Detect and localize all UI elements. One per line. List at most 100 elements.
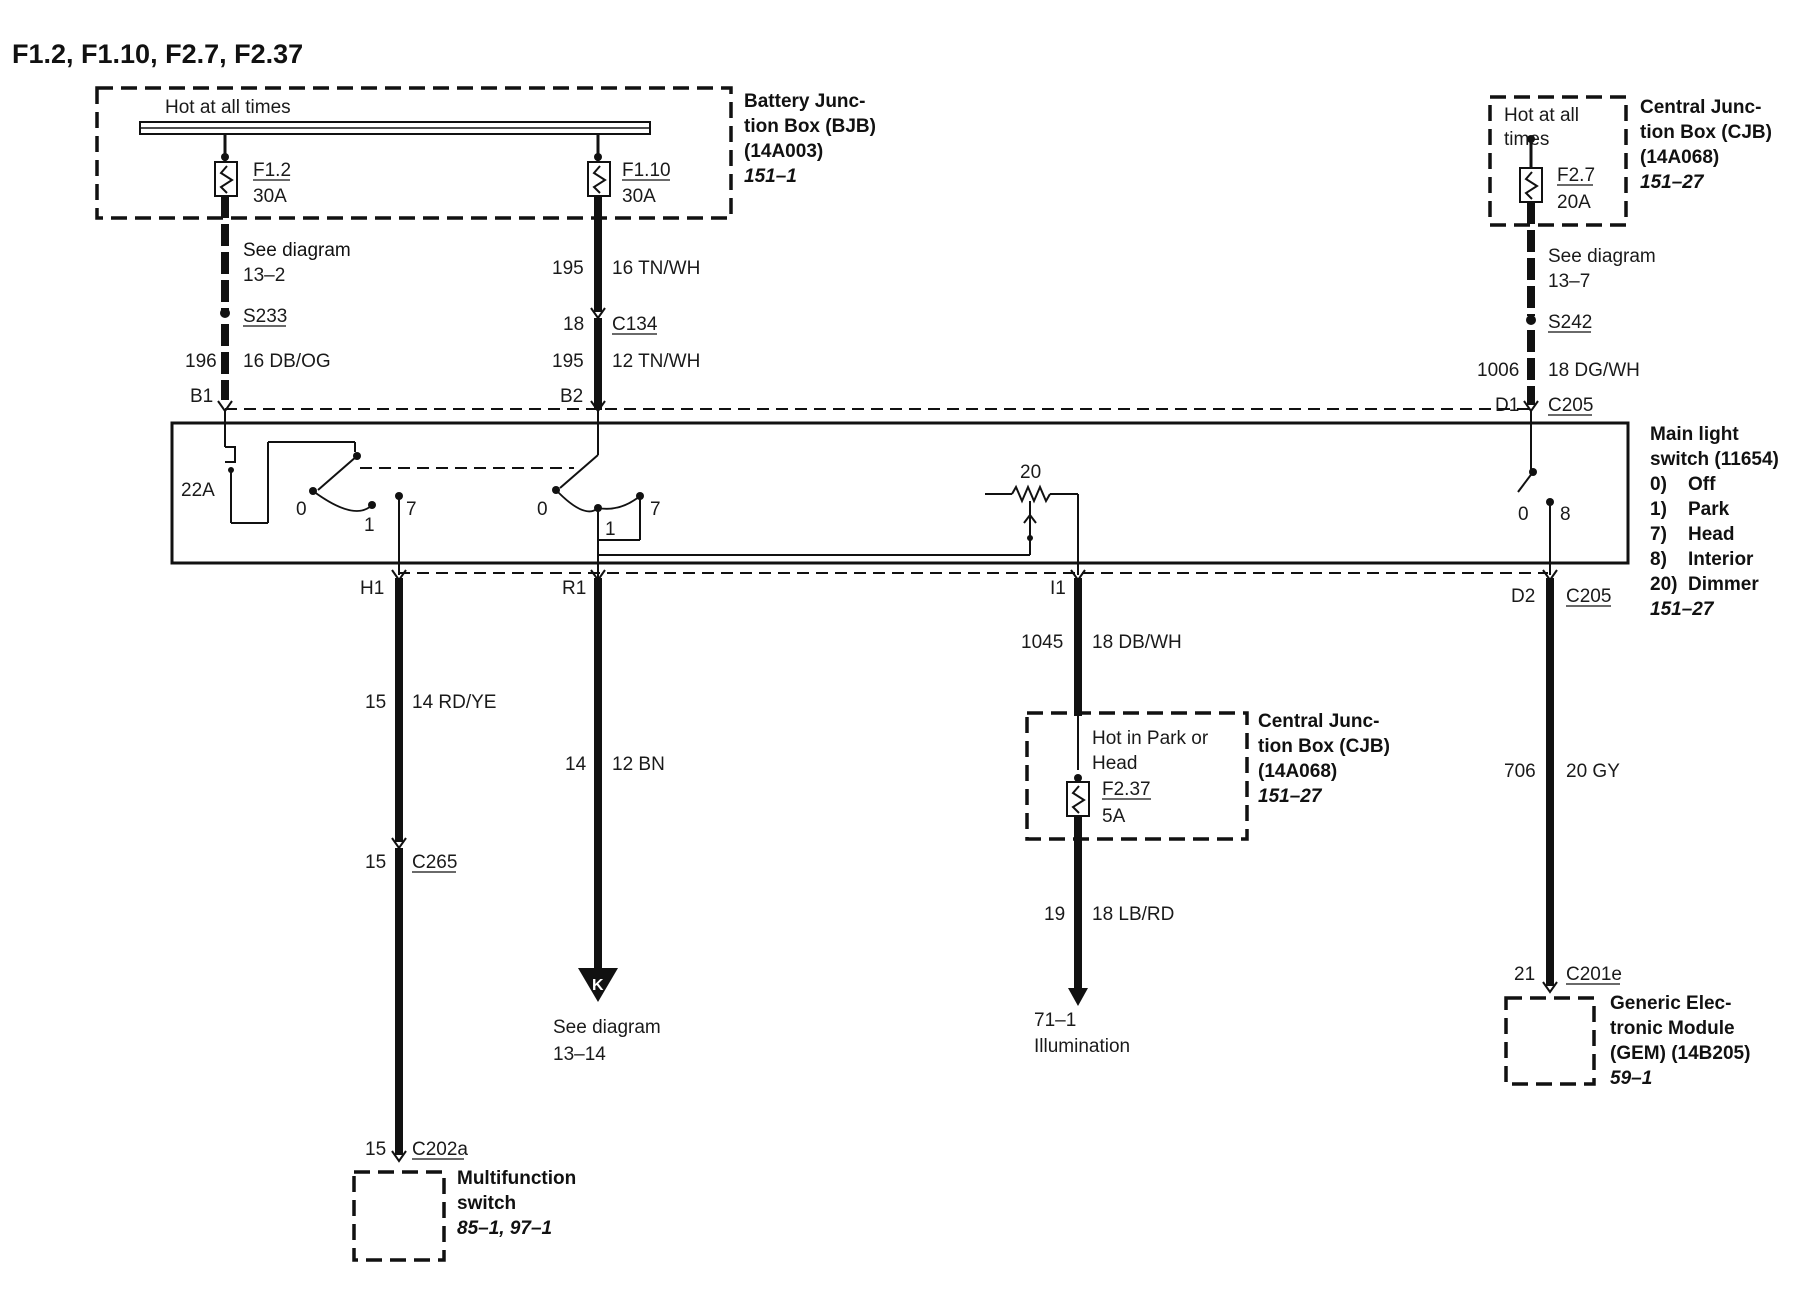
sw4-pos-8: 8 bbox=[1560, 504, 1571, 525]
cjb-top-fuse-rating: 20A bbox=[1557, 192, 1591, 213]
c202a-pin: 15 bbox=[365, 1139, 386, 1160]
sw1-pos-7: 7 bbox=[406, 499, 417, 520]
multifunction-name-line-1: Multifunction bbox=[457, 1168, 576, 1189]
connector-c201e: C201e bbox=[1566, 964, 1622, 985]
gem-ref: 59–1 bbox=[1610, 1068, 1652, 1089]
splice-s233-dot bbox=[220, 308, 230, 318]
d2-circuit: 706 bbox=[1504, 761, 1536, 782]
bjb-hot-label: Hot at all times bbox=[165, 97, 291, 118]
f1-2-wire-color: 16 DB/OG bbox=[243, 351, 331, 372]
cjb-lower-fuse-name: F2.37 bbox=[1102, 779, 1151, 800]
sw4-pos-0: 0 bbox=[1518, 504, 1529, 525]
wire-f2-7: See diagram 13–7 S242 1006 18 DG/WH D1 C… bbox=[1477, 202, 1656, 416]
switch-pos-num-4: 20) bbox=[1650, 574, 1677, 595]
central-junction-box-top: Hot at all times F2.7 20A Central Junc- … bbox=[1488, 95, 1772, 227]
cjb-top-fuse-name: F2.7 bbox=[1557, 165, 1595, 186]
multifunction-ref: 85–1, 97–1 bbox=[457, 1218, 552, 1239]
cjb-top-name-line-1: Central Junc- bbox=[1640, 97, 1761, 118]
h1-wire-color: 14 RD/YE bbox=[412, 692, 496, 713]
multifunction-name-line-2: switch bbox=[457, 1193, 516, 1214]
connector-c134: C134 bbox=[612, 314, 658, 335]
arrow-k-label: K bbox=[592, 977, 604, 994]
wire-f1-2: See diagram 13–2 S233 196 16 DB/OG B1 bbox=[185, 196, 351, 407]
cjb-lower-dashed-outline bbox=[1025, 711, 1249, 841]
c265-pin: 15 bbox=[365, 852, 386, 873]
d2-wire-color: 20 GY bbox=[1566, 761, 1620, 782]
switch-pos-num-3: 8) bbox=[1650, 549, 1667, 570]
splice-s242-label: S242 bbox=[1548, 312, 1592, 333]
cjb-lower-name-line-2: tion Box (CJB) bbox=[1258, 736, 1390, 757]
f1-10-circuit-top: 195 bbox=[552, 258, 584, 279]
pin-i1: I1 bbox=[1050, 578, 1066, 599]
cjb-lower-fuse-rating: 5A bbox=[1102, 806, 1126, 827]
switch-pos-label-4: Dimmer bbox=[1688, 574, 1759, 595]
cjb-lower-hot-line-2: Head bbox=[1092, 753, 1137, 774]
connector-c205-top: C205 bbox=[1548, 395, 1593, 416]
pin-b2: B2 bbox=[560, 386, 583, 407]
bjb-fuse1-rating: 30A bbox=[253, 186, 287, 207]
bjb-name-line-3: (14A003) bbox=[744, 141, 823, 162]
switch-name-line-2: switch (11654) bbox=[1650, 449, 1779, 470]
switch-name-line-1: Main light bbox=[1650, 424, 1739, 445]
switch-outline bbox=[170, 421, 1630, 565]
f2-7-circuit: 1006 bbox=[1477, 360, 1519, 381]
connector-arrow-k-icon bbox=[578, 968, 618, 1002]
gem-name-line-2: tronic Module bbox=[1610, 1018, 1735, 1039]
f2-7-wire-color: 18 DG/WH bbox=[1548, 360, 1640, 381]
wire-i1: I1 1045 18 DB/WH Hot in Park or Head F2.… bbox=[1021, 569, 1390, 1057]
pin-r1: R1 bbox=[562, 578, 586, 599]
f1-2-see-ref: 13–2 bbox=[243, 265, 285, 286]
f2-7-see-ref: 13–7 bbox=[1548, 271, 1590, 292]
connector-c265: C265 bbox=[412, 852, 457, 873]
sw2-pos-1: 1 bbox=[605, 519, 616, 540]
cjb-lower-ref: 151–27 bbox=[1258, 786, 1323, 807]
bjb-fuse2-rating: 30A bbox=[622, 186, 656, 207]
sw2-pos-0: 0 bbox=[537, 499, 548, 520]
sw1-pos-0: 0 bbox=[296, 499, 307, 520]
wire-d2: D2 C205 706 20 GY 21 C201e Generic Elec-… bbox=[1504, 569, 1750, 1089]
pin-h1: H1 bbox=[360, 578, 384, 599]
sw2-pos-7: 7 bbox=[650, 499, 661, 520]
splice-s233-label: S233 bbox=[243, 306, 287, 327]
bjb-fuse2-name: F1.10 bbox=[622, 160, 671, 181]
r1-wire-color: 12 BN bbox=[612, 754, 665, 775]
cjb-top-name-line-2: tion Box (CJB) bbox=[1640, 122, 1772, 143]
r1-see-diagram: See diagram bbox=[553, 1017, 661, 1038]
bjb-dashed-outline bbox=[95, 86, 733, 220]
bjb-name-line-2: tion Box (BJB) bbox=[744, 116, 876, 137]
connector-c202a: C202a bbox=[412, 1139, 468, 1160]
battery-junction-box: Hot at all times F1.2 30A F1.10 30A Batt… bbox=[95, 86, 876, 220]
pin-b1: B1 bbox=[190, 386, 213, 407]
illumination-ref: 71–1 bbox=[1034, 1010, 1076, 1031]
switch-pos-num-0: 0) bbox=[1650, 474, 1667, 495]
illumination-label: Illumination bbox=[1034, 1036, 1130, 1057]
cjb-top-hot-line-2: times bbox=[1504, 129, 1549, 150]
f1-2-see-diagram: See diagram bbox=[243, 240, 351, 261]
cjb-lower-hot-line-1: Hot in Park or bbox=[1092, 728, 1209, 749]
pin-d2: D2 bbox=[1511, 586, 1535, 607]
page-title: F1.2, F1.10, F2.7, F2.37 bbox=[12, 39, 303, 69]
switch-pos-label-2: Head bbox=[1688, 524, 1734, 545]
h1-circuit: 15 bbox=[365, 692, 386, 713]
multifunction-switch-box bbox=[352, 1170, 446, 1262]
gem-name-line-1: Generic Elec- bbox=[1610, 993, 1731, 1014]
i1-circuit-2: 19 bbox=[1044, 904, 1065, 925]
switch-pos-num-1: 1) bbox=[1650, 499, 1667, 520]
i1-wire-color: 18 DB/WH bbox=[1092, 632, 1182, 653]
f2-7-see-diagram: See diagram bbox=[1548, 246, 1656, 267]
dimmer-pos-20: 20 bbox=[1020, 462, 1041, 483]
bjb-name-line-1: Battery Junc- bbox=[744, 91, 865, 112]
f1-10-wire-top: 16 TN/WH bbox=[612, 258, 700, 279]
cjb-top-dashed-outline bbox=[1488, 95, 1628, 227]
gem-module-box bbox=[1504, 996, 1596, 1086]
bjb-fuse1-name: F1.2 bbox=[253, 160, 291, 181]
switch-pos-label-1: Park bbox=[1688, 499, 1730, 520]
switch-pos-label-0: Off bbox=[1688, 474, 1716, 495]
cjb-top-name-line-3: (14A068) bbox=[1640, 147, 1719, 168]
sw1-pos-1: 1 bbox=[364, 515, 375, 536]
cjb-lower-name-line-1: Central Junc- bbox=[1258, 711, 1379, 732]
splice-s242-dot bbox=[1526, 315, 1536, 325]
connector-c205-bottom: C205 bbox=[1566, 586, 1611, 607]
wire-i1-arrow-icon bbox=[1068, 988, 1088, 1006]
